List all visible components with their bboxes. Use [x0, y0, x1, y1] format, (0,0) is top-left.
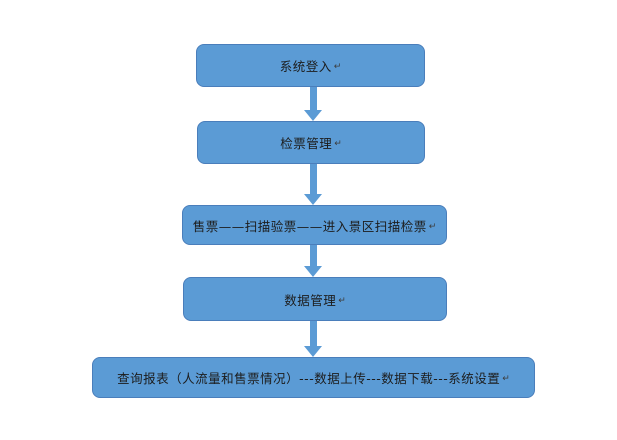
arrow-head: [304, 346, 322, 357]
down-arrow: [304, 245, 322, 277]
flow-node-system-login: 系统登入↵: [196, 44, 425, 87]
flow-node-ticketing-scan-process: 售票——扫描验票——进入景区扫描检票↵: [182, 205, 447, 245]
paragraph-mark-icon: ↵: [338, 295, 346, 306]
flow-node-label: 数据管理: [284, 292, 337, 308]
arrow-stem: [309, 87, 317, 110]
down-arrow: [304, 87, 322, 121]
flow-node-data-management: 数据管理↵: [183, 277, 447, 321]
flow-node-label: 查询报表（人流量和售票情况）---数据上传---数据下载---系统设置: [117, 371, 501, 386]
arrow-stem: [309, 321, 317, 346]
flow-node-ticket-check-management: 检票管理↵: [197, 121, 425, 164]
arrow-head: [304, 110, 322, 121]
arrow-stem: [309, 245, 317, 266]
arrow-stem: [309, 164, 317, 194]
paragraph-mark-icon: ↵: [502, 374, 510, 384]
arrow-head: [304, 266, 322, 277]
flow-node-label: 检票管理: [280, 136, 333, 151]
flow-node-reports-and-settings: 查询报表（人流量和售票情况）---数据上传---数据下载---系统设置↵: [92, 357, 535, 398]
paragraph-mark-icon: ↵: [333, 62, 342, 72]
down-arrow: [304, 164, 322, 205]
paragraph-mark-icon: ↵: [334, 139, 342, 149]
down-arrow: [304, 321, 322, 357]
flow-node-label: 售票——扫描验票——进入景区扫描检票: [192, 218, 427, 234]
paragraph-mark-icon: ↵: [428, 221, 437, 232]
flow-node-label: 系统登入: [279, 59, 332, 74]
arrow-head: [304, 194, 322, 205]
